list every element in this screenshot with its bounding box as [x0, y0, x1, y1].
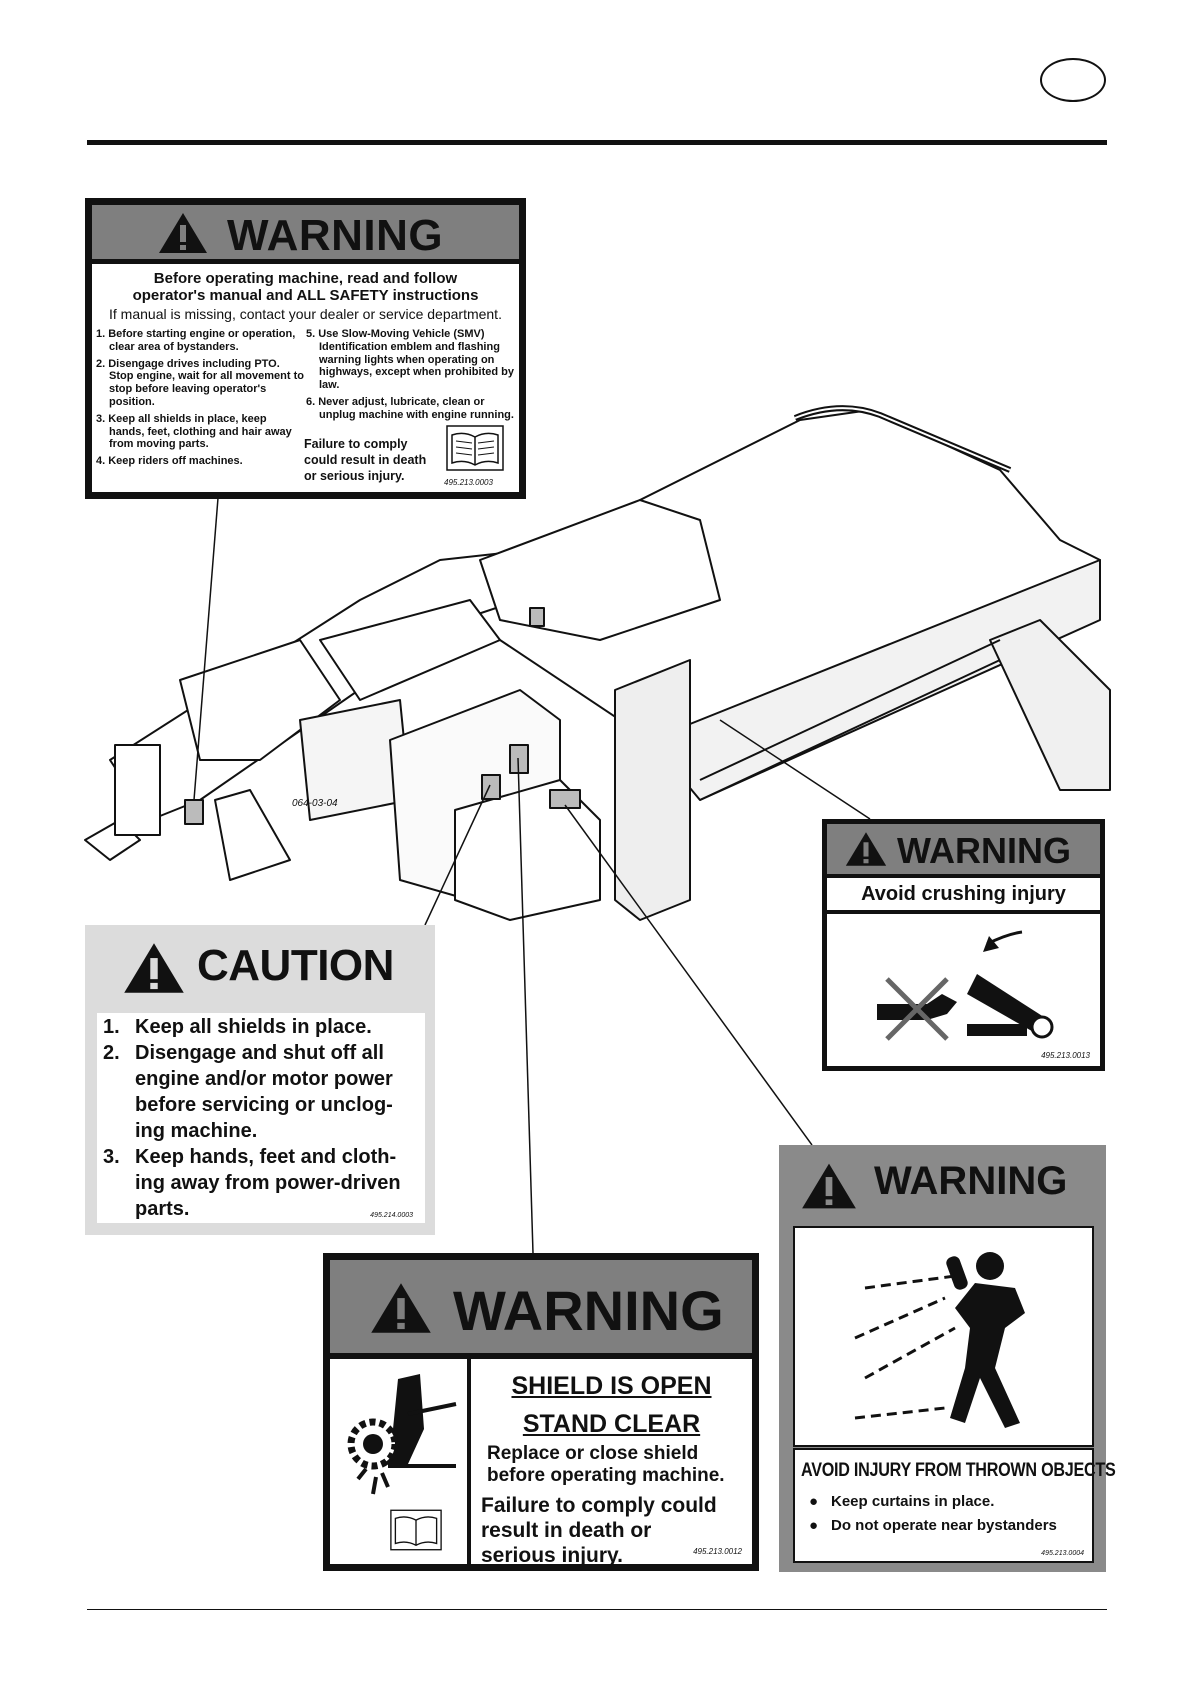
bullet-icon: ●: [809, 1493, 819, 1510]
bullet-text: Do not operate near bystanders: [831, 1517, 1057, 1534]
list-item: ● Keep curtains in place.: [809, 1490, 1057, 1514]
footer-rule: [87, 1609, 1107, 1610]
manual-book-icon: [446, 425, 504, 471]
failure-notice: Failure to comply could result in death …: [481, 1493, 717, 1568]
decal-body: Before operating machine, read and follo…: [92, 264, 519, 492]
bullet-icon: ●: [809, 1517, 819, 1534]
instruction-item: 3. Keep all shields in place, keep hands…: [96, 412, 292, 451]
warning-triangle-icon: [845, 832, 887, 866]
header-rule: [87, 140, 1107, 145]
decal-text-panel: AVOID INJURY FROM THROWN OBJECTS ● Keep c…: [793, 1448, 1116, 1563]
list-item: ● Do not operate near bystanders: [809, 1514, 1057, 1538]
thrown-objects-heading: AVOID INJURY FROM THROWN OBJECTS: [801, 1460, 1116, 1481]
caution-list: 1. Keep all shields in place. 2. Disengage…: [103, 1014, 421, 1222]
shield-open-heading: SHIELD IS OPEN STAND CLEAR: [471, 1367, 752, 1443]
decal-header: WARNING: [330, 1260, 752, 1353]
decal-code: 495.214.0003: [370, 1212, 413, 1219]
decal-title: CAUTION: [197, 941, 394, 990]
language-marker: [1040, 58, 1106, 102]
decal-header: WARNING: [92, 205, 519, 260]
instruction-text: Replace or close shield before operating…: [487, 1443, 725, 1487]
heading-line: STAND CLEAR: [522, 1410, 701, 1438]
item-number: 2.: [103, 1042, 120, 1064]
caution-decal: CAUTION 1. Keep all shields in place. 2. D…: [85, 925, 435, 1235]
decal-title: WARNING: [874, 1159, 1068, 1203]
intro-note: If manual is missing, contact your deale…: [109, 306, 502, 322]
intro-line: Before operating machine, read and follo…: [153, 270, 458, 287]
failure-line: Failure to comply could: [481, 1494, 717, 1517]
instruction-item: 5. Use Slow-Moving Vehicle (SMV) Identif…: [306, 328, 514, 392]
instruction-line: before operating machine.: [487, 1465, 725, 1486]
failure-line: could result in death: [304, 453, 427, 467]
item-number: 3.: [103, 1146, 120, 1168]
item-text: Keep all shields in place.: [135, 1016, 372, 1038]
decal-code: 495.213.0004: [1041, 1550, 1084, 1557]
instruction-item: 1. Before starting engine or operation, …: [96, 328, 296, 353]
heading-line: SHIELD IS OPEN: [511, 1372, 712, 1400]
manual-book-icon: [390, 1509, 442, 1551]
list-item: 3. Keep hands, feet and cloth-ing away fr…: [103, 1144, 421, 1222]
list-item: 2. Disengage and shut off all engine and/…: [103, 1040, 421, 1144]
decal-subtitle: Avoid crushing injury: [827, 878, 1100, 910]
bullet-list: ● Keep curtains in place. ● Do not operate…: [809, 1490, 1057, 1538]
item-text: Keep hands, feet and cloth-ing away from…: [135, 1146, 401, 1220]
failure-line: or serious injury.: [304, 469, 405, 483]
instruction-line: Replace or close shield: [487, 1443, 699, 1464]
bullet-text: Keep curtains in place.: [831, 1493, 995, 1510]
intro-line: operator's manual and ALL SAFETY instruc…: [132, 287, 479, 304]
decal-title: WARNING: [227, 211, 444, 260]
failure-line: Failure to comply: [304, 437, 408, 451]
list-item: 1. Keep all shields in place.: [103, 1014, 421, 1040]
decal-title: WARNING: [897, 830, 1071, 871]
rotating-gear-hazard-icon: [347, 1374, 457, 1495]
decal-code: 495.213.0012: [693, 1547, 742, 1556]
crush-hazard-icon: [877, 930, 1054, 1041]
failure-notice: Failure to comply could result in death …: [304, 436, 426, 484]
instructions-right: 5. Use Slow-Moving Vehicle (SMV) Identif…: [306, 328, 516, 426]
item-number: 1.: [103, 1016, 120, 1038]
intro-text: Before operating machine, read and follo…: [92, 270, 519, 304]
item-text: Disengage and shut off all engine and/or…: [135, 1042, 393, 1142]
decal-code: 495.213.0003: [444, 478, 493, 487]
warning-triangle-icon: [802, 1163, 856, 1209]
warning-triangle-icon: [371, 1283, 431, 1333]
warning-triangle-icon: [124, 943, 184, 993]
failure-line: result in death or: [481, 1519, 652, 1542]
instruction-item: 4. Keep riders off machines.: [96, 455, 243, 468]
warning-general-decal: WARNING Before operating machine, read a…: [85, 198, 526, 499]
decal-title: WARNING: [453, 1279, 724, 1342]
warning-thrown-objects-decal: WARNING AVOID INJURY FROM THROWN OBJECTS…: [779, 1145, 1116, 1572]
decal-header: WARNING: [827, 824, 1100, 874]
warning-triangle-icon: [159, 213, 207, 253]
thrown-objects-hazard-icon: [854, 1252, 1025, 1428]
decal-text-panel: SHIELD IS OPEN STAND CLEAR Replace or cl…: [471, 1359, 752, 1567]
instruction-item: 2. Disengage drives including PTO. Stop …: [96, 357, 304, 408]
instruction-item: 6. Never adjust, lubricate, clean or unp…: [306, 395, 514, 421]
warning-crush-decal: WARNING Avoid crushing injury 495.213.00…: [822, 819, 1105, 1071]
decal-body: 1. Keep all shields in place. 2. Disengage…: [97, 1013, 425, 1223]
warning-shield-decal: WARNING SHIELD IS OPEN STAND CLEAR Repla…: [323, 1253, 759, 1571]
instructions-left: 1. Before starting engine or operation, …: [96, 328, 304, 472]
failure-line: serious injury.: [481, 1544, 623, 1567]
decal-code: 495.213.0013: [1041, 1051, 1090, 1060]
decal-pictogram: [793, 1226, 1094, 1447]
decal-pictogram: [330, 1359, 467, 1564]
figure-code: 064-03-04: [292, 798, 338, 809]
decal-pictogram: 495.213.0013: [827, 914, 1100, 1066]
